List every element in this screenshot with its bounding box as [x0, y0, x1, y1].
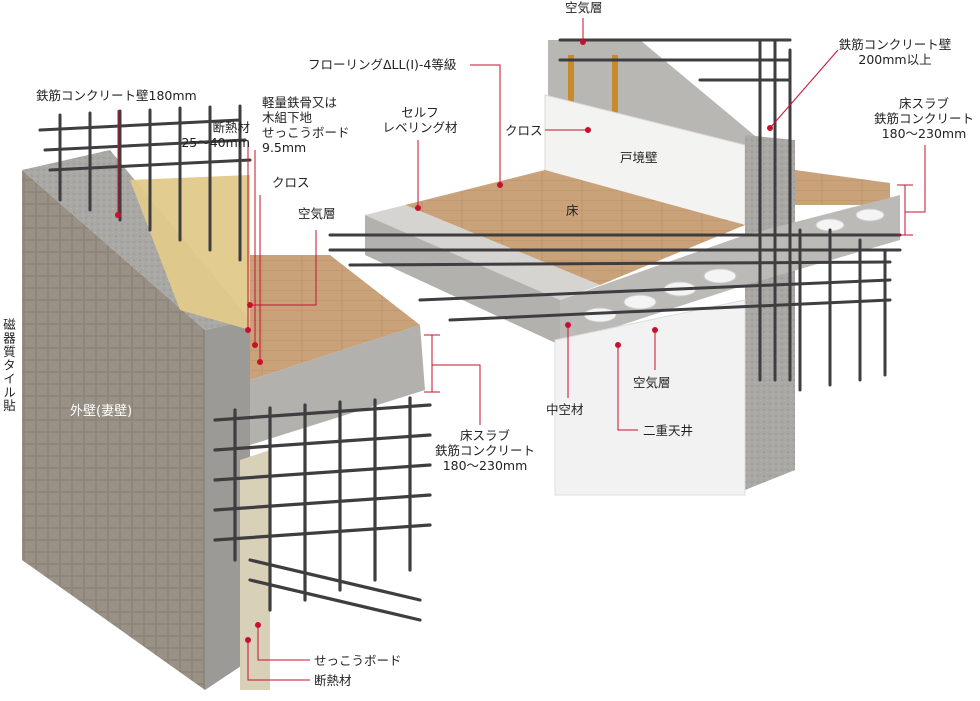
insulation-layer — [130, 175, 250, 330]
label-air-ceiling: 空気層 — [633, 375, 671, 390]
label-flooring: フローリングΔLL(Ⅰ)-4等級 — [308, 57, 457, 72]
label-cloth-right: クロス — [505, 123, 543, 138]
label-exterior-wall: 外壁(妻壁) — [70, 404, 133, 419]
rebar-right — [328, 38, 902, 392]
floor-top-right — [405, 170, 745, 285]
label-double-ceiling: 二重天井 — [643, 423, 694, 438]
party-wall-concrete — [745, 135, 795, 490]
label-wall-rc-200: 鉄筋コンクリート壁 200mm以上 — [838, 37, 952, 67]
rebar-top-left — [38, 104, 252, 262]
label-gypsum-board: せっこうボード — [314, 653, 402, 668]
label-void-former: 中空材 — [546, 402, 584, 417]
concrete-wall-edge — [205, 320, 250, 690]
left-assembly — [22, 104, 432, 690]
right-assembly — [328, 38, 902, 496]
label-insulation-thickness: 断熱材 25〜40mm — [181, 120, 250, 150]
rebar-bottom-left — [213, 396, 432, 622]
label-party-wall: 戸境壁 — [620, 150, 658, 165]
tile-wall-face — [22, 170, 205, 690]
label-slab-left: 床スラブ 鉄筋コンクリート 180〜230mm — [434, 428, 535, 473]
label-insulation-bottom: 断熱材 — [314, 673, 352, 688]
label-lgs-frame: 軽量鉄骨又は 木組下地 せっこうボード 9.5mm — [262, 95, 350, 155]
label-self-leveling: セルフ レベリング材 — [382, 105, 458, 135]
inner-wall-panel — [240, 450, 270, 690]
air-layer-stud-2 — [612, 55, 618, 135]
self-leveling-strip — [365, 205, 600, 300]
label-slab-right: 床スラブ 鉄筋コンクリート 180〜230mm — [873, 96, 974, 141]
air-layer-stud — [568, 55, 574, 135]
void-formers — [583, 208, 885, 323]
slab-body-right — [365, 215, 560, 345]
label-air-left: 空気層 — [298, 206, 336, 221]
label-floor: 床 — [566, 203, 579, 218]
label-tile: 磁器質タイル貼 — [1, 318, 16, 413]
floor-top-far — [795, 170, 890, 205]
floor-top-left — [250, 255, 420, 380]
leader-lines — [115, 18, 926, 681]
label-cloth-left: クロス — [272, 175, 310, 190]
label-air-top: 空気層 — [565, 0, 603, 15]
lower-wall-panel — [554, 299, 746, 496]
label-wall-rc-180: 鉄筋コンクリート壁180mm — [36, 88, 197, 103]
